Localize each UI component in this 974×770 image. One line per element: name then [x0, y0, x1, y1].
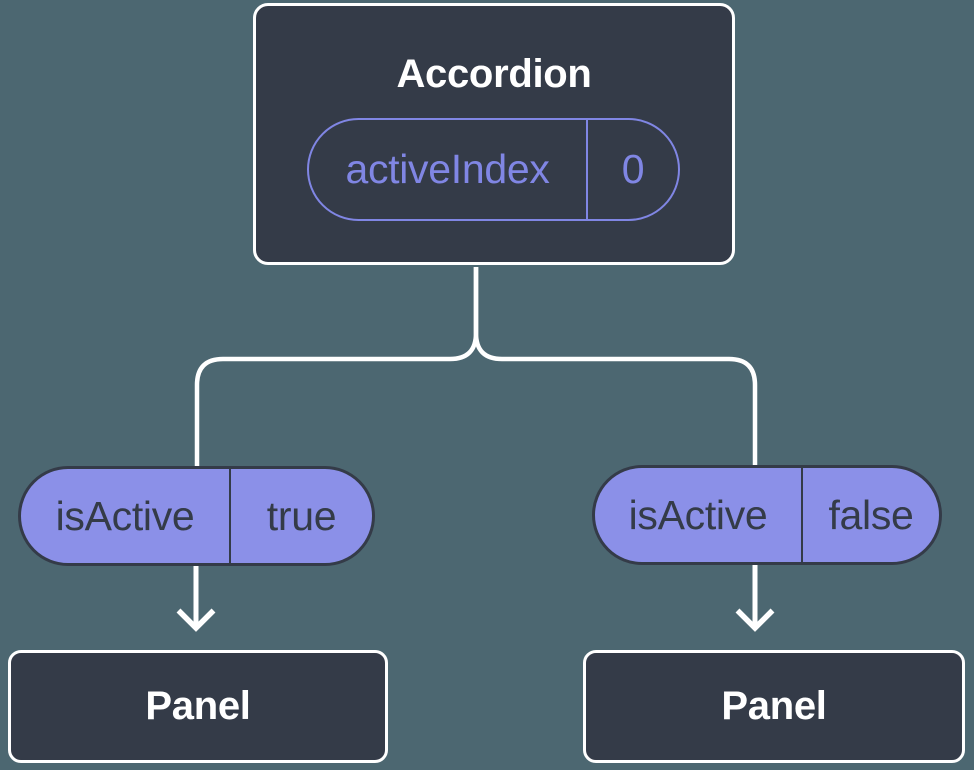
connector-trunk-right-branch [473, 267, 758, 468]
accordion-node-title: Accordion [396, 52, 592, 96]
is-active-pill-left: isActive true [18, 466, 375, 566]
accordion-node: Accordion activeIndex 0 [253, 3, 735, 265]
prop-value-label: 0 [621, 146, 645, 192]
active-index-prop-pill: activeIndex 0 [307, 118, 680, 221]
state-name-label: isActive [21, 469, 231, 563]
state-name-label: isActive [595, 468, 803, 562]
is-active-pill-right: isActive false [592, 465, 942, 565]
arrow-right-head-icon [735, 608, 775, 632]
panel-node-right: Panel [583, 650, 965, 763]
panel-node-title: Panel [145, 684, 251, 728]
panel-node-left: Panel [8, 650, 388, 763]
state-value-label: true [266, 492, 337, 539]
prop-name-label: activeIndex [309, 120, 588, 219]
arrow-left-head-icon [176, 608, 216, 632]
connector-trunk-left-branch [194, 267, 479, 468]
panel-node-title: Panel [721, 684, 827, 728]
state-value-label: false [828, 491, 914, 538]
